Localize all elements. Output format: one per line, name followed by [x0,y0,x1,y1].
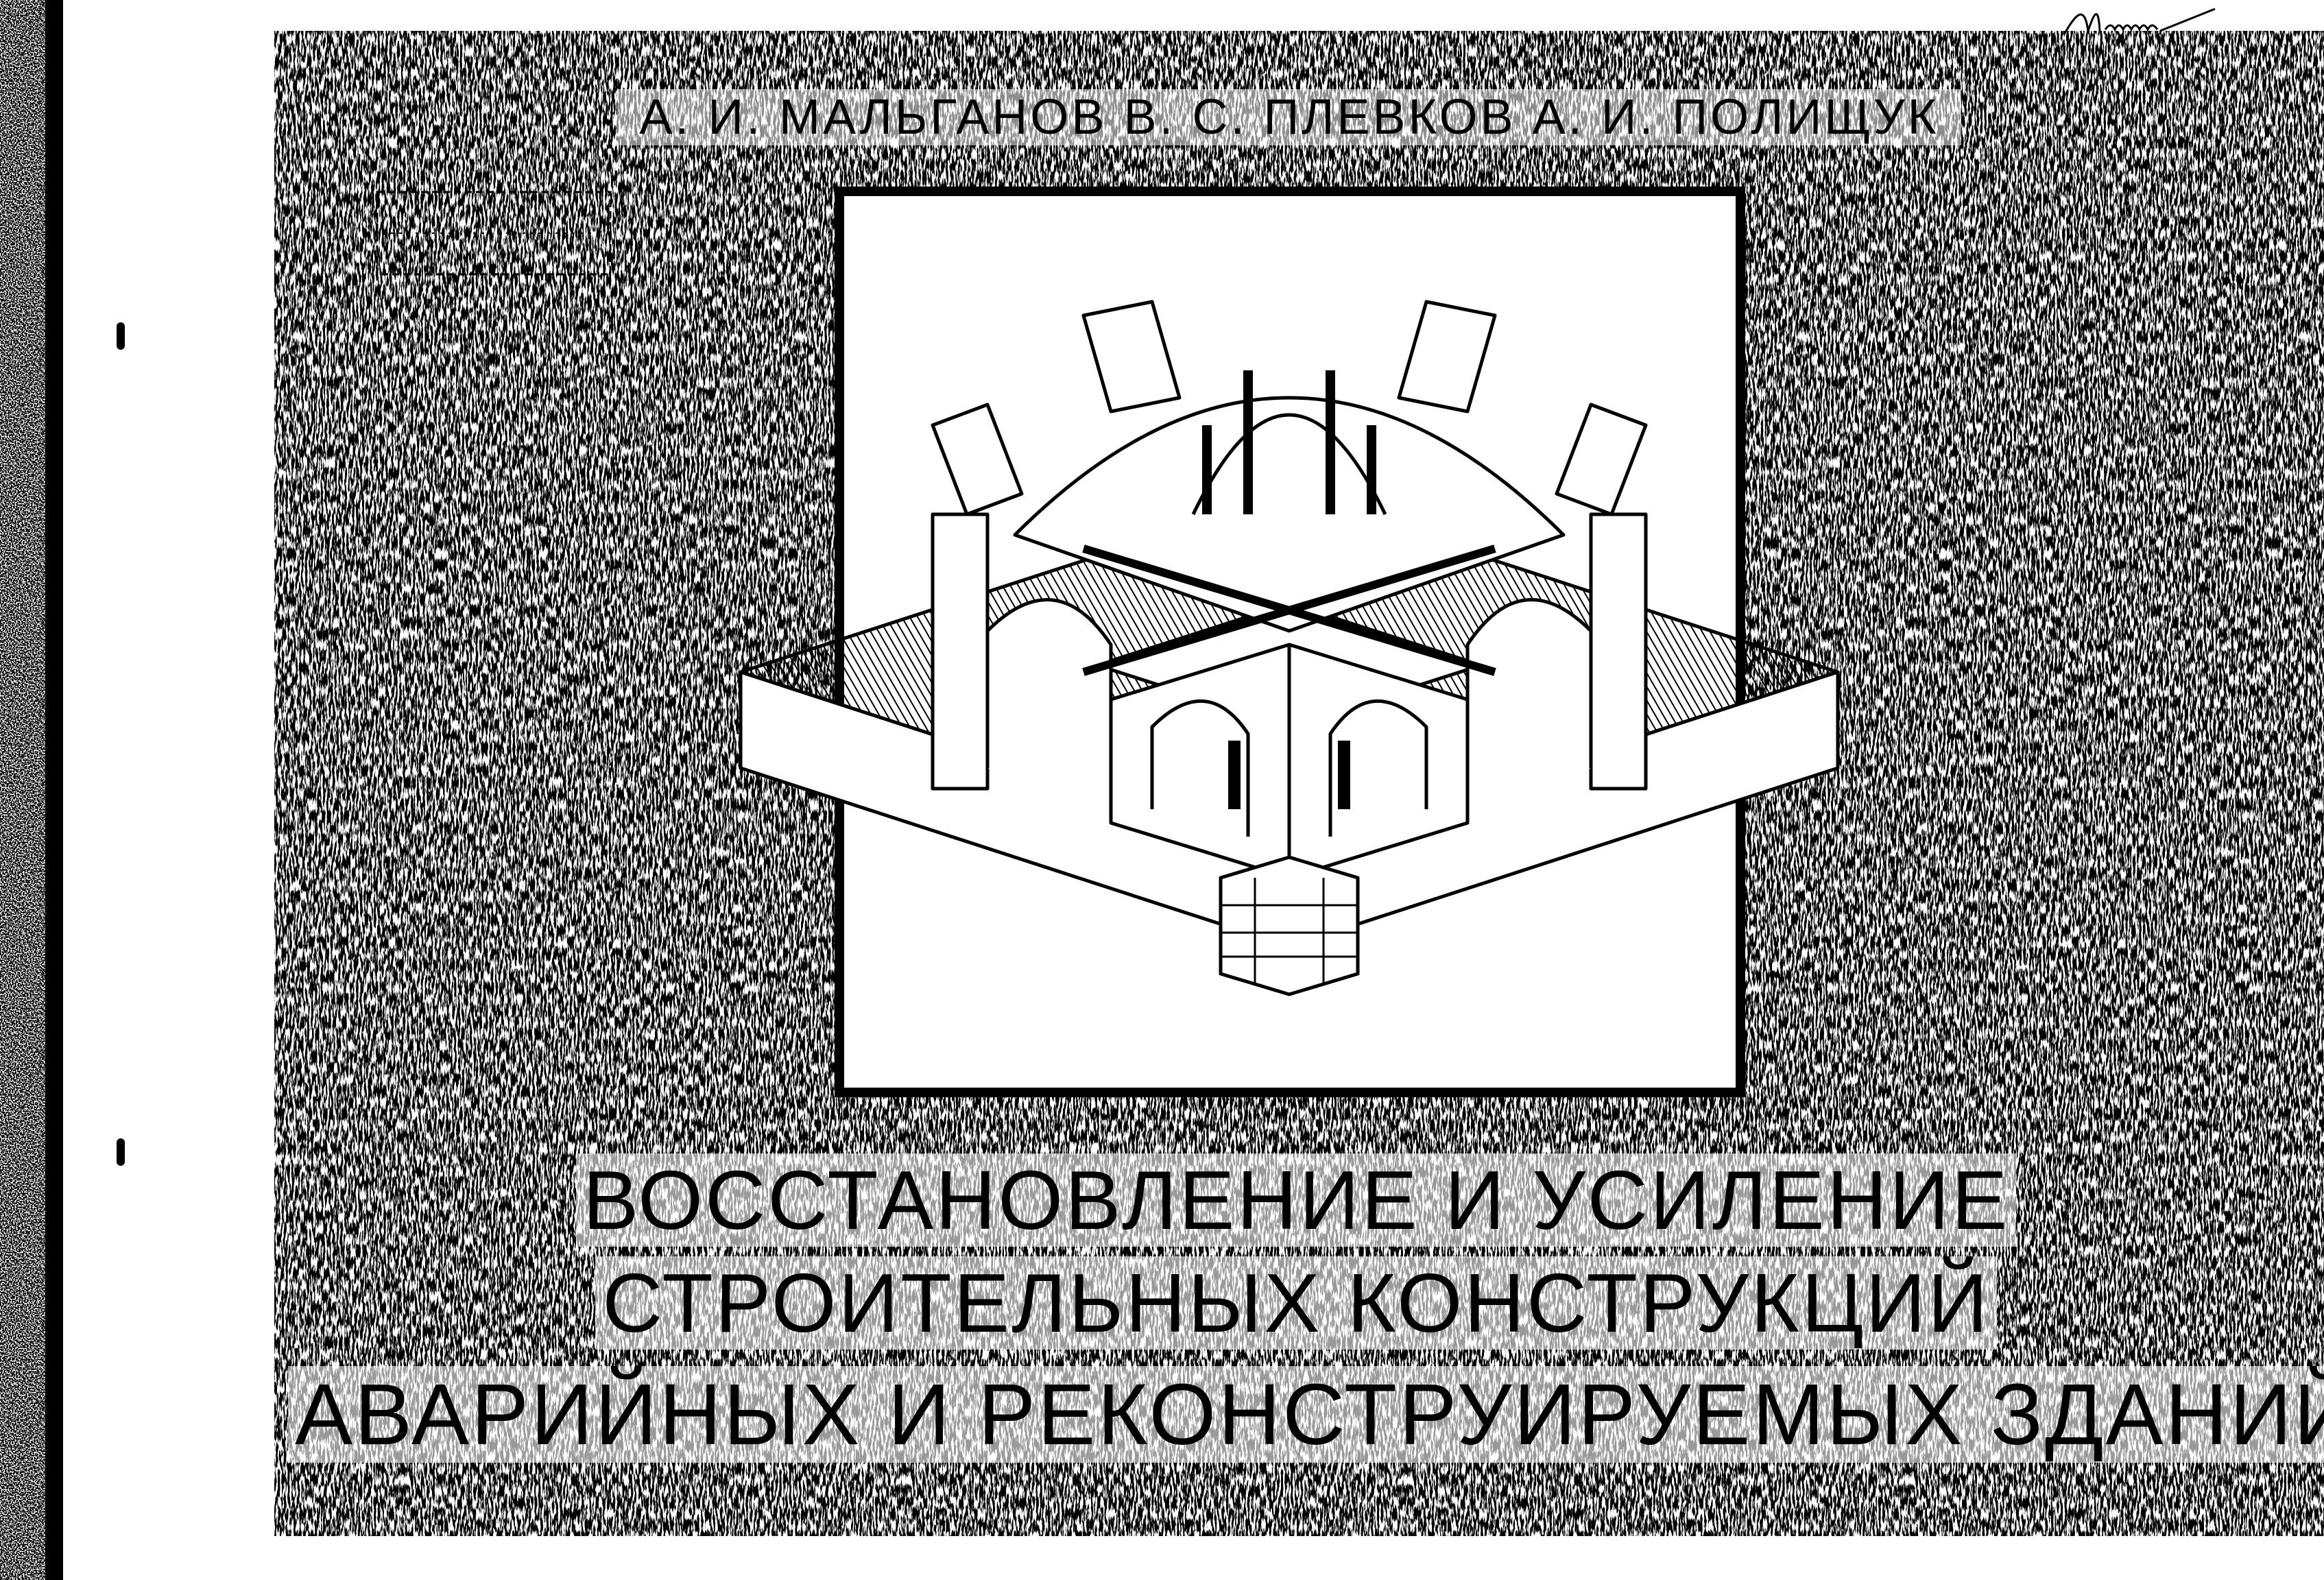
title-text: АВАРИЙНЫХ И РЕКОНСТРУИРУЕМЫХ ЗДАНИЙ [288,1366,2324,1463]
binding-edge [45,0,63,1580]
title-line-1: ВОССТАНОВЛЕНИЕ И УСИЛЕНИЕ [274,1152,2318,1248]
handwritten-signature [2063,8,2216,35]
title-text: ВОССТАНОВЛЕНИЕ И УСИЛЕНИЕ [575,1153,2017,1247]
title-line-2: СТРОИТЕЛЬНЫХ КОНСТРУКЦИЙ [274,1255,2318,1351]
building-illustration [739,300,1840,996]
punch-mark [117,1138,125,1166]
library-stamp [376,191,612,276]
punch-mark [117,322,125,350]
title-text: СТРОИТЕЛЬНЫХ КОНСТРУКЦИЙ [595,1256,1997,1350]
title-line-3: АВАРИЙНЫХ И РЕКОНСТРУИРУЕМЫХ ЗДАНИЙ [288,1365,2324,1464]
authors-line: А. И. МАЛЬГАНОВ В. С. ПЛЕВКОВ А. И. ПОЛИ… [617,89,1961,145]
